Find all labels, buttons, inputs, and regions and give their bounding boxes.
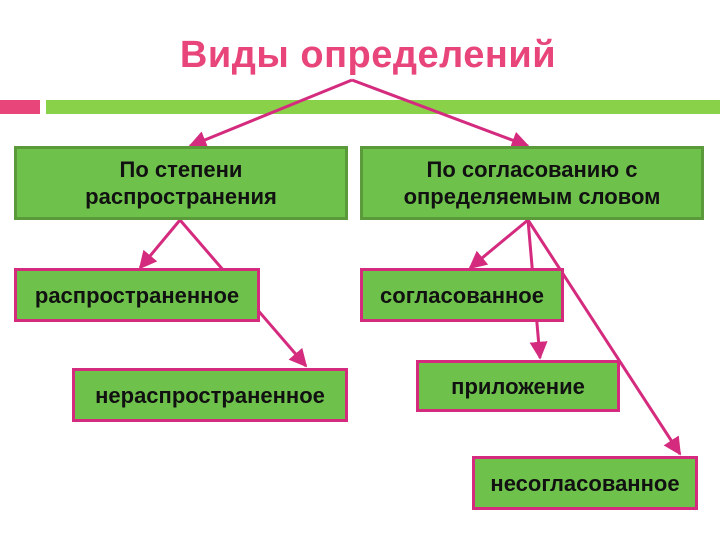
arrow-agreement-to-nonagreed [526, 219, 682, 456]
widespread-box: распространенное [14, 268, 260, 322]
accent-bar-green [46, 100, 720, 114]
arrow-title-to-agreement [351, 78, 530, 149]
appositive-label: приложение [451, 373, 585, 399]
agreement-label: По согласованию с определяемым словом [403, 157, 661, 209]
page-title: Виды определений [179, 34, 557, 76]
agreed-box: согласованное [360, 268, 564, 322]
arrow-agreement-to-agreed [468, 218, 529, 270]
degree-label: По степени распространения [85, 157, 277, 209]
nonwidespread-label: нераспространенное [95, 382, 325, 408]
appositive-box: приложение [416, 360, 620, 412]
nonwidespread-box: нераспространенное [72, 368, 348, 422]
widespread-label: распространенное [34, 282, 240, 308]
degree-box: По степени распространения [14, 146, 348, 220]
arrow-title-to-degree [188, 78, 353, 149]
accent-bar-pink [0, 100, 40, 114]
agreement-box: По согласованию с определяемым словом [360, 146, 704, 220]
nonagreed-label: несогласованное [490, 470, 680, 496]
nonagreed-box: несогласованное [472, 456, 698, 510]
agreed-label: согласованное [380, 282, 544, 308]
arrow-degree-to-widespread [138, 219, 182, 270]
